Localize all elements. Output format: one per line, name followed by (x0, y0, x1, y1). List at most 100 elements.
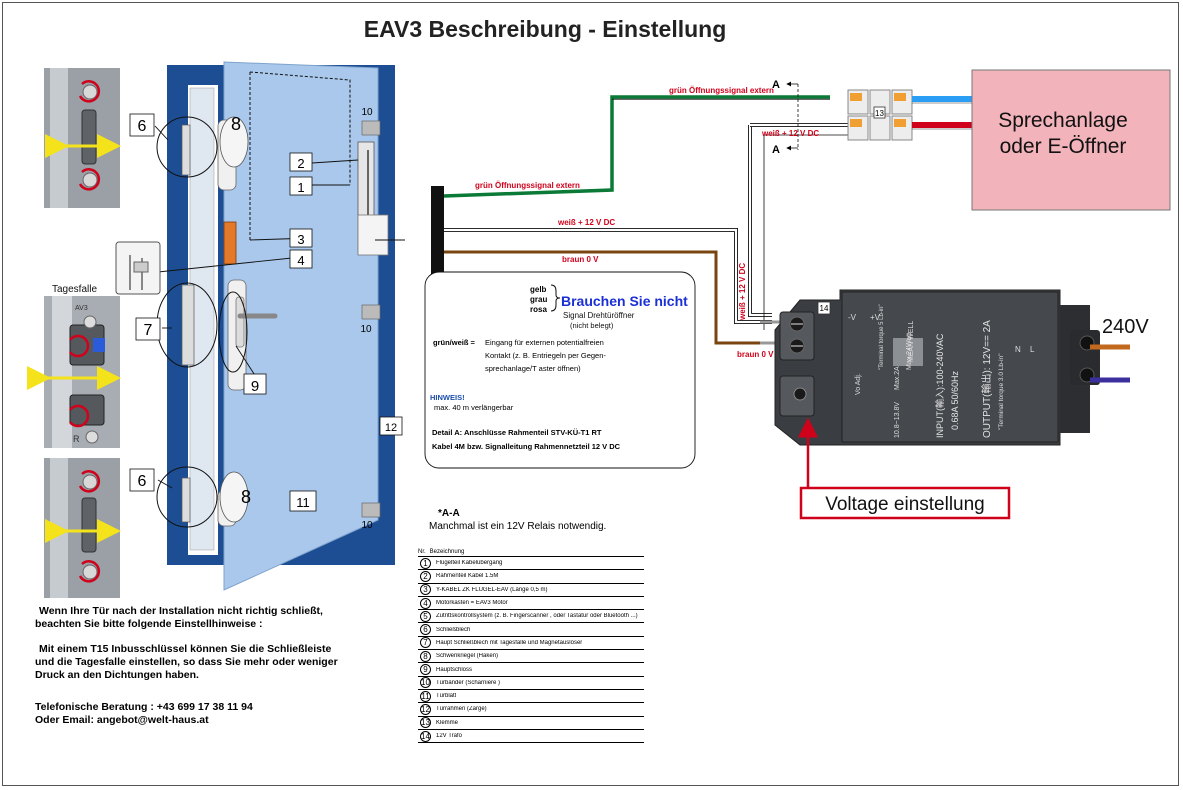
hinge-middle (361, 304, 381, 320)
section-a-bottom: A (772, 144, 780, 156)
legend-row: 1 Flügelteil Kabelübergang (418, 557, 644, 571)
wire-label-rosa: rosa (530, 305, 547, 314)
legend-row-number: 1 (420, 557, 431, 569)
intercom-line2: oder E-Öffner (1000, 135, 1127, 158)
power-supply-14 (774, 289, 1100, 446)
legend-row-label: Hauptschloss (436, 666, 473, 673)
callout-2: 2 (297, 156, 304, 171)
contact-phone: Telefonische Beratung : +43 699 17 38 11… (35, 701, 253, 713)
instructions-p1-line1: Wenn Ihre Tür nach der Installation nich… (39, 605, 323, 617)
callout-14: 14 (820, 304, 829, 313)
legend-row-number: 8 (420, 650, 431, 662)
legend-row-label: Schließblech (436, 626, 471, 633)
psu-input: INPUT(輸入):100-240VAC (934, 333, 945, 438)
callout-13: 13 (875, 109, 884, 118)
legend-row-number: 4 (420, 597, 431, 609)
label-brown-0v-right: braun 0 V (737, 350, 774, 359)
callout-9: 9 (251, 378, 259, 395)
hinweis-text: max. 40 m verlängerbar (434, 403, 514, 412)
callout-11: 11 (296, 495, 310, 510)
legend-row-label: Türblatt (436, 693, 457, 700)
gw-line1: Eingang für externen potentialfreien (485, 338, 604, 347)
legend-row-number: 7 (420, 637, 431, 649)
legend-header-bezeichnung: Bezeichnung (429, 549, 465, 555)
psu-n: N (1015, 345, 1021, 354)
callout-4: 4 (297, 253, 304, 268)
label-white-12v-vertical: weiß + 12 V DC (738, 263, 747, 321)
voltage-adjust-box (799, 486, 1011, 520)
photo-strike-bottom (44, 458, 121, 598)
psu-torque: "Terminal torque 5 Lb-in" (879, 304, 885, 370)
legend-row-label: Rahmenteil Kabel 1.5M (436, 573, 499, 580)
swing-bolt-bottom (219, 471, 249, 523)
legend-row-label: Klemme (436, 719, 459, 726)
psu-vplus: +V (870, 313, 881, 322)
svg-text:AV3: AV3 (75, 305, 88, 312)
instructions-p2-line3: Druck an den Dichtungen haben. (35, 669, 199, 681)
section-a-top: A (772, 79, 780, 91)
wire-label-gelb: gelb (530, 285, 547, 294)
door-leaf (223, 61, 379, 591)
callout-3: 3 (297, 232, 304, 247)
legend-row: 4 Motorkasten = EAV3 Motor (418, 597, 644, 611)
legend-row-number: 5 (420, 610, 431, 622)
callout-10-top: 10 (361, 107, 373, 118)
legend-row-number: 12 (420, 703, 431, 715)
detail-a-line2: Kabel 4M bzw. Signalleitung Rahmennetzte… (432, 442, 621, 451)
legend-row-label: Flügelteil Kabelübergang (436, 560, 503, 567)
psu-vo-adj: Vo Adj. (855, 373, 862, 395)
psu-max: Max.2A (894, 366, 901, 390)
label-brown-0v: braun 0 V (562, 255, 599, 264)
legend-row-number: 13 (420, 717, 431, 729)
legend-row: 13 Klemme (418, 717, 644, 730)
contact-email[interactable]: Oder Email: angebot@welt-haus.at (35, 714, 209, 726)
instructions-p2: Mit einem T15 Inbusschlüssel können Sie … (35, 643, 338, 682)
signal-drehtueroeffner: Signal Drehtüröffner (563, 311, 635, 320)
detail-a-line1: Detail A: Anschlüsse Rahmenteil STV-KÜ-T… (432, 428, 602, 437)
legend-row-label: Motorkasten = EAV3 Motor (436, 600, 508, 607)
legend-row-number: 14 (420, 730, 431, 742)
legend-row-label: Schwenkriegel (Haken) (436, 653, 499, 660)
wire-brown (444, 250, 772, 345)
legend-row-number: 10 (420, 677, 431, 689)
callout-12: 12 (385, 422, 397, 434)
psu-output: OUTPUT(輸出): 12V== 2A (980, 320, 993, 438)
wire-white-to-clamp (748, 125, 772, 317)
callout-6-top: 6 (138, 118, 147, 135)
legend-row-number: 2 (420, 570, 431, 582)
psu-vminus: -V (848, 313, 857, 322)
psu-input2: 0.68A 50/60Hz (950, 370, 960, 430)
legend-header: Nr. Bezeichnung (418, 549, 644, 557)
legend-row: 8 Schwenkriegel (Haken) (418, 650, 644, 664)
hinweis-heading: HINWEIS! (430, 393, 465, 402)
intercom-line1: Sprechanlage (998, 109, 1128, 132)
gw-line3: sprechanlage/T aster öffnen) (485, 364, 581, 373)
legend-row-label: Zutrittskontrollsystem (z. B. Fingerscan… (436, 613, 638, 620)
legend-row: 5 Zutrittskontrollsystem (z. B. Fingersca… (418, 610, 644, 624)
legend-rows: 1 Flügelteil Kabelübergang 2 Rahmenteil Kab… (418, 557, 644, 744)
terminal-clamp-13 (847, 89, 913, 141)
legend-row-number: 9 (420, 664, 431, 676)
nicht-belegt: (nicht belegt) (570, 321, 614, 330)
callout-8-top: 8 (231, 114, 241, 134)
tagesfalle-label: Tagesfalle (52, 284, 97, 295)
hinge-bottom (361, 502, 381, 518)
info-box-unused (424, 271, 696, 469)
legend-row: 2 Rahmenteil Kabel 1.5M (418, 570, 644, 584)
gw-label: grün/weiß = (433, 338, 476, 347)
callout-1: 1 (297, 180, 304, 195)
contact-info: Telefonische Beratung : +43 699 17 38 11… (35, 701, 253, 727)
legend-row: 9 Hauptschloss (418, 663, 644, 677)
photo-cable-clip (115, 241, 161, 295)
callout-10-middle: 10 (360, 324, 372, 335)
relay-aa: *A-A (438, 508, 460, 519)
legend-table: Nr. Bezeichnung 1 Flügelteil Kabelübergan… (418, 549, 644, 744)
wire-green (443, 95, 830, 198)
